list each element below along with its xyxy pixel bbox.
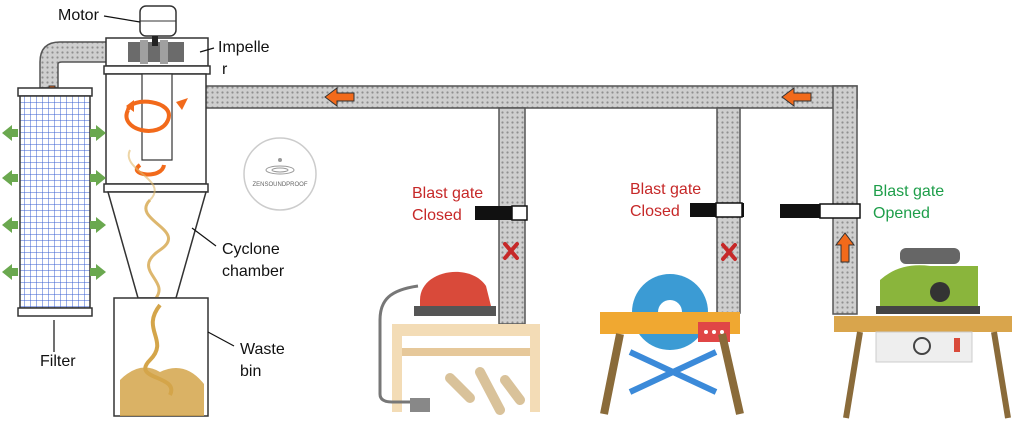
cyclone-chamber bbox=[103, 73, 209, 299]
arrow-left-icon bbox=[324, 87, 355, 107]
blast-gate-1-state: Closed bbox=[412, 207, 462, 224]
blast-gate-1 bbox=[475, 205, 528, 260]
zensoundproof-logo: ZENSOUNDPROOF bbox=[243, 137, 317, 211]
exhaust-arrow-icon bbox=[90, 125, 106, 141]
logo-text: ZENSOUNDPROOF bbox=[252, 182, 307, 188]
impeller-label-line2: r bbox=[222, 61, 228, 78]
exhaust-arrow-icon bbox=[90, 170, 106, 186]
blast-gate-2-state: Closed bbox=[630, 203, 680, 220]
exhaust-arrow-icon bbox=[2, 125, 18, 141]
exhaust-arrow-icon bbox=[2, 264, 18, 280]
swirl-arrow-icon bbox=[176, 98, 188, 110]
table-saw-station bbox=[600, 274, 744, 415]
cyclone-label-line1: Cyclone bbox=[222, 241, 280, 258]
exhaust-arrow-icon bbox=[90, 217, 106, 233]
filter bbox=[17, 87, 93, 317]
swirl-arrow-icon bbox=[126, 100, 134, 112]
blast-gate-2-label: Blast gate bbox=[630, 181, 702, 198]
planer-station bbox=[834, 248, 1012, 419]
closed-x-icon bbox=[721, 243, 737, 261]
filter-arrows bbox=[2, 125, 106, 280]
blast-gate-3-state: Opened bbox=[873, 205, 930, 222]
cyclone-label-line2: chamber bbox=[222, 263, 285, 280]
orbital-sander-station bbox=[378, 271, 540, 415]
motor bbox=[139, 5, 177, 37]
exhaust-arrow-icon bbox=[2, 217, 18, 233]
blast-gate-2 bbox=[690, 202, 744, 261]
exhaust-arrow-icon bbox=[90, 264, 106, 280]
arrow-left-icon bbox=[781, 87, 812, 107]
filter-label: Filter bbox=[40, 353, 76, 370]
impeller bbox=[103, 36, 211, 75]
waste-label-line2: bin bbox=[240, 363, 262, 380]
arrow-up-icon bbox=[835, 232, 855, 263]
impeller-label-line1: Impelle bbox=[218, 39, 270, 56]
waste-label-line1: Waste bbox=[240, 341, 285, 358]
closed-x-icon bbox=[503, 242, 519, 260]
blast-gate-3-label: Blast gate bbox=[873, 183, 945, 200]
exhaust-arrow-icon bbox=[2, 170, 18, 186]
blast-gate-3 bbox=[780, 203, 861, 219]
blast-gate-1-label: Blast gate bbox=[412, 185, 484, 202]
motor-label: Motor bbox=[58, 7, 99, 24]
leader-lines bbox=[53, 15, 235, 352]
waste-bin bbox=[113, 297, 209, 417]
